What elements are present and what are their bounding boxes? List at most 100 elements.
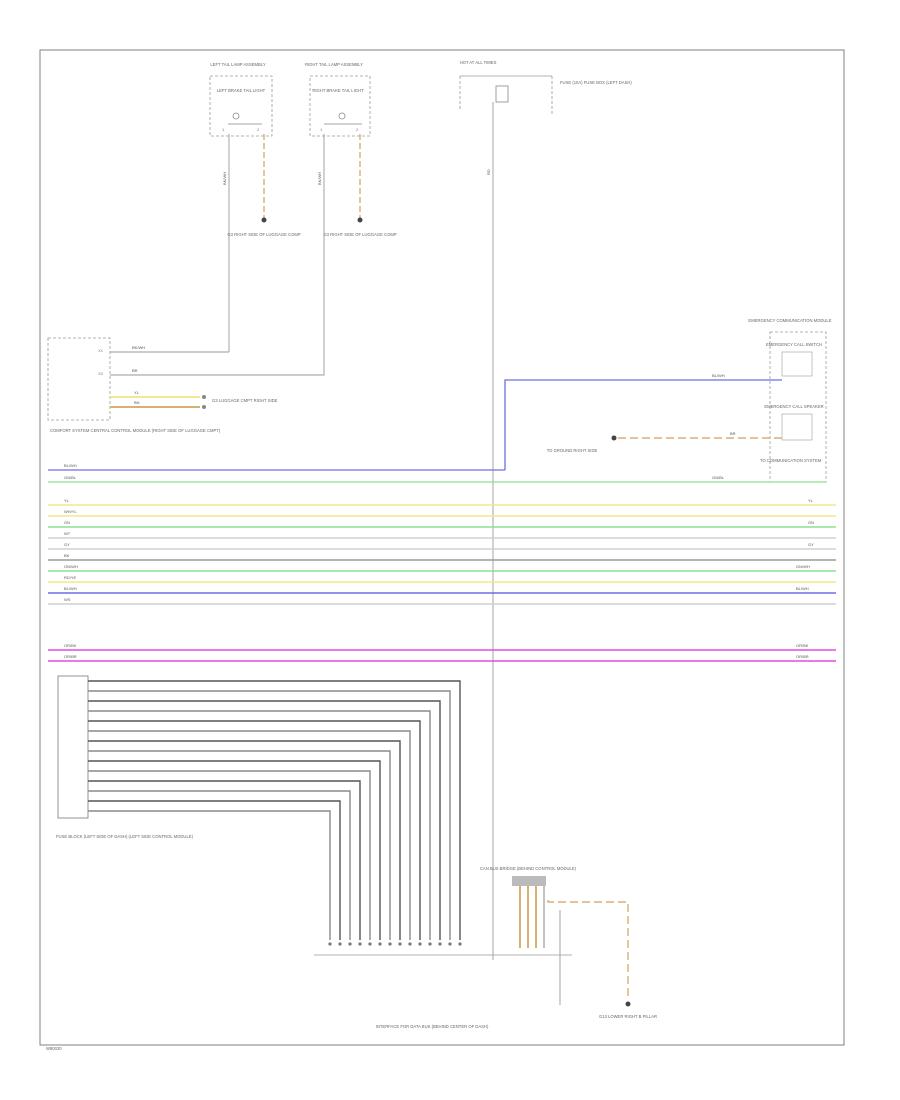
svg-text:BK/WH: BK/WH	[317, 172, 322, 185]
svg-text:OR/BK: OR/BK	[796, 643, 809, 648]
fuse-block: FUSE BLOCK (LEFT SIDE OF DASH) (LEFT SID…	[56, 675, 462, 946]
svg-text:BL/WH: BL/WH	[64, 463, 77, 468]
right-tail-lamp: RIGHT TAIL LAMP ASSEMBLY RIGHT BRAKE TAI…	[110, 62, 397, 376]
svg-text:X2: X2	[98, 371, 104, 376]
page-code: W80030	[46, 1046, 62, 1051]
diagram-frame	[39, 49, 845, 1046]
left-tail-lamp-label: LEFT TAIL LAMP ASSEMBLY	[210, 62, 266, 67]
bulb-icon	[232, 112, 240, 120]
can-connector: CAN BUS BRIDGE (BEHIND CONTROL MODULE) G…	[480, 866, 657, 1019]
svg-text:YL: YL	[808, 498, 814, 503]
left-tail-lamp: LEFT TAIL LAMP ASSEMBLY LEFT BRAKE TAIL …	[209, 62, 301, 352]
svg-text:WT: WT	[64, 531, 71, 536]
pin-terminal	[358, 942, 362, 946]
module-ground-ref-label: TO GROUND RIGHT SIDE	[547, 448, 598, 453]
svg-text:GY: GY	[64, 542, 70, 547]
svg-text:GN/WH: GN/WH	[796, 564, 810, 569]
fan-wire	[88, 760, 381, 940]
ground-point-icon	[261, 217, 267, 223]
fan-wire	[88, 810, 331, 940]
pin-terminal	[438, 942, 442, 946]
pin-terminal	[428, 942, 432, 946]
fan-wire	[88, 690, 451, 940]
pin-terminal	[378, 942, 382, 946]
svg-text:BL/WH: BL/WH	[712, 373, 725, 378]
fan-wire	[88, 730, 411, 940]
svg-text:GN/BL: GN/BL	[64, 475, 77, 480]
connector-icon	[512, 876, 546, 886]
right-brake-light-label: RIGHT BRAKE TAIL LIGHT	[312, 88, 364, 93]
svg-text:GN/WH: GN/WH	[64, 564, 78, 569]
svg-text:WH/YL: WH/YL	[64, 509, 77, 514]
fan-wire	[88, 770, 371, 940]
pin-terminal	[448, 942, 452, 946]
svg-text:BK: BK	[64, 553, 70, 558]
fan-wire	[88, 700, 441, 940]
to-comm-label: TO COMMUNICATION SYSTEM	[760, 458, 822, 463]
fan-out-wires	[88, 680, 462, 946]
fan-wire	[88, 790, 351, 940]
switch-icon	[781, 351, 813, 377]
svg-text:OR/BK: OR/BK	[64, 643, 77, 648]
svg-text:BL/WH: BL/WH	[64, 586, 77, 591]
hot-at-all-times-label: HOT AT ALL TIMES	[460, 60, 497, 65]
left-brake-light-label: LEFT BRAKE TAIL LIGHT	[217, 88, 266, 93]
svg-text:OR/BR: OR/BR	[64, 654, 77, 659]
bottom-harness: INTERFACE FOR DATA BUS (BEHIND CENTER OF…	[314, 954, 572, 1029]
bottom-ground-label: G13 LOWER RIGHT B PILLAR	[599, 1014, 657, 1019]
fan-wire	[88, 780, 361, 940]
fan-wire	[88, 740, 401, 940]
pin-terminal	[338, 942, 342, 946]
svg-text:GN: GN	[808, 520, 814, 525]
right-tail-lamp-label: RIGHT TAIL LAMP ASSEMBLY	[305, 62, 363, 67]
speaker-icon	[781, 413, 813, 441]
ground-point-icon	[611, 435, 617, 441]
bulb-icon	[338, 112, 346, 120]
svg-text:BR: BR	[132, 368, 138, 373]
svg-text:2: 2	[257, 127, 260, 132]
svg-text:YL: YL	[134, 390, 140, 395]
fan-wire	[88, 720, 421, 940]
central-control-module: X1 BK/WH X2 BR YL BN G3 LUGGAGE CMPT RIG…	[47, 337, 278, 433]
svg-text:BN: BN	[134, 400, 140, 405]
svg-text:OR/BR: OR/BR	[796, 654, 809, 659]
svg-text:2: 2	[356, 127, 359, 132]
fuse-label: FUSE (10A) FUSE BOX (LEFT DASH)	[560, 80, 632, 85]
pin-terminal	[408, 942, 412, 946]
ground-point-icon	[202, 395, 206, 399]
pin-terminal	[458, 942, 462, 946]
fuse-block-box	[57, 675, 89, 819]
left-ground-label: G3 RIGHT SIDE OF LUGGAGE COMP	[227, 232, 300, 237]
pin-terminal	[348, 942, 352, 946]
emergency-switch-label: EMERGENCY CALL SWITCH	[766, 342, 822, 347]
svg-text:1: 1	[320, 127, 323, 132]
fuse-block-label: FUSE BLOCK (LEFT SIDE OF DASH) (LEFT SID…	[56, 834, 194, 839]
central-module-label: COMFORT SYSTEM CENTRAL CONTROL MODULE (R…	[50, 428, 221, 433]
svg-text:RD/YE: RD/YE	[64, 575, 77, 580]
fan-wire	[88, 680, 461, 940]
bus-wires: BL/WH GN/BL GN/BL YL WH/YL GN WT GY BK G…	[48, 463, 836, 662]
fan-wire	[88, 750, 391, 940]
bottom-note-label: INTERFACE FOR DATA BUS (BEHIND CENTER OF…	[376, 1024, 489, 1029]
svg-text:GN/BL: GN/BL	[712, 475, 725, 480]
fuse-supply: HOT AT ALL TIMES FUSE (10A) FUSE BOX (LE…	[459, 60, 632, 960]
can-ground-wire	[547, 900, 629, 1000]
pin-terminal	[368, 942, 372, 946]
pin-terminal	[328, 942, 332, 946]
svg-text:X1: X1	[98, 348, 104, 353]
svg-text:1: 1	[222, 127, 225, 132]
pin-terminal	[398, 942, 402, 946]
pin-terminal	[388, 942, 392, 946]
module-ground-label: G3 LUGGAGE CMPT RIGHT SIDE	[212, 398, 278, 403]
fuse-icon	[495, 85, 509, 103]
svg-text:RD: RD	[486, 169, 491, 175]
emergency-module: EMERGENCY COMMUNICATION MODULE EMERGENCY…	[504, 318, 832, 483]
fan-wire	[88, 800, 341, 940]
svg-text:GY: GY	[808, 542, 814, 547]
svg-text:BK/WH: BK/WH	[222, 172, 227, 185]
pin-terminal	[418, 942, 422, 946]
right-ground-label: G3 RIGHT SIDE OF LUGGAGE COMP	[323, 232, 396, 237]
can-connector-label: CAN BUS BRIDGE (BEHIND CONTROL MODULE)	[480, 866, 577, 871]
svg-text:YL: YL	[64, 498, 70, 503]
